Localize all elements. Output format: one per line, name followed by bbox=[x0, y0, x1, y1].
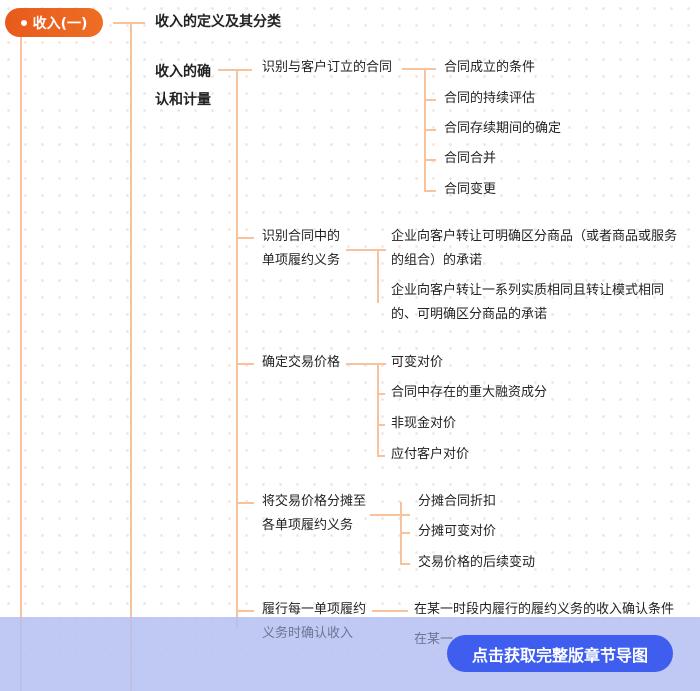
connector bbox=[236, 363, 254, 365]
node-contract[interactable]: 识别与客户订立的合同 bbox=[262, 60, 393, 75]
connector bbox=[236, 610, 254, 612]
connector bbox=[400, 532, 410, 534]
connector bbox=[424, 190, 436, 192]
node-label-line: 单项履约义务 bbox=[262, 253, 341, 268]
leaf-line: 企业向客户转让一系列实质相同且转让模式相同 bbox=[391, 283, 665, 298]
node-label-line: 识别合同中的 bbox=[262, 229, 341, 244]
connector bbox=[20, 36, 22, 691]
node-price[interactable]: 确定交易价格 bbox=[262, 355, 341, 370]
leaf-line: 的、可明确区分商品的承诺 bbox=[391, 307, 548, 322]
connector bbox=[377, 363, 379, 455]
root-label: 收入(一) bbox=[32, 15, 88, 32]
leaf-node[interactable]: 分摊可变对价 bbox=[418, 524, 497, 539]
connector bbox=[236, 237, 254, 239]
connector bbox=[236, 502, 254, 504]
leaf-line: 的组合）的承诺 bbox=[391, 253, 483, 268]
connector bbox=[236, 69, 238, 629]
node-label-line: 收入的确 bbox=[155, 64, 211, 80]
connector bbox=[400, 563, 410, 565]
leaf-node[interactable]: 合同合并 bbox=[444, 151, 497, 166]
connector bbox=[377, 424, 385, 426]
node-obligation[interactable]: 识别合同中的单项履约义务 bbox=[262, 225, 340, 273]
connector bbox=[130, 22, 132, 691]
connector bbox=[424, 99, 436, 101]
leaf-line: 企业向客户转让可明确区分商品（或者商品或服务 bbox=[391, 229, 678, 244]
get-full-map-button[interactable]: 点击获取完整版章节导图 bbox=[447, 635, 673, 672]
leaf-node[interactable]: 在某一 bbox=[414, 632, 454, 647]
leaf-node[interactable]: 合同变更 bbox=[444, 182, 497, 197]
connector bbox=[424, 129, 436, 131]
node-label-line: 义务时确认收入 bbox=[262, 626, 354, 641]
root-node[interactable]: 收入(一) bbox=[5, 8, 103, 37]
node-perform[interactable]: 履行每一单项履约 bbox=[262, 602, 367, 617]
connector bbox=[377, 249, 379, 303]
leaf-node[interactable]: 分摊合同折扣 bbox=[418, 494, 497, 509]
node-allocate[interactable]: 将交易价格分摊至各单项履约义务 bbox=[262, 490, 366, 538]
leaf-node[interactable]: 合同的持续评估 bbox=[444, 91, 536, 106]
leaf-node[interactable]: 企业向客户转让一系列实质相同且转让模式相同的、可明确区分商品的承诺 bbox=[391, 279, 664, 327]
leaf-node[interactable]: 应付客户对价 bbox=[391, 447, 470, 462]
connector bbox=[377, 455, 385, 457]
node-recognition[interactable]: 收入的确认和计量 bbox=[155, 58, 211, 114]
bullet-icon bbox=[20, 19, 27, 26]
leaf-node[interactable]: 非现金对价 bbox=[391, 416, 457, 431]
connector bbox=[372, 610, 408, 612]
node-label-line: 将交易价格分摊至 bbox=[262, 494, 367, 509]
leaf-node[interactable]: 合同成立的条件 bbox=[444, 60, 536, 75]
leaf-node[interactable]: 合同中存在的重大融资成分 bbox=[391, 385, 548, 400]
node-label-line: 各单项履约义务 bbox=[262, 518, 354, 533]
node-definition[interactable]: 收入的定义及其分类 bbox=[155, 14, 281, 30]
connector bbox=[402, 68, 436, 70]
leaf-node[interactable]: 交易价格的后续变动 bbox=[418, 555, 536, 570]
connector bbox=[218, 69, 252, 71]
connector bbox=[370, 514, 410, 516]
leaf-node[interactable]: 合同存续期间的确定 bbox=[444, 121, 562, 136]
connector bbox=[377, 393, 385, 395]
connector bbox=[346, 363, 386, 365]
leaf-node[interactable]: 企业向客户转让可明确区分商品（或者商品或服务的组合）的承诺 bbox=[391, 225, 677, 273]
leaf-node[interactable]: 可变对价 bbox=[391, 355, 444, 370]
leaf-node[interactable]: 在某一时段内履行的履约义务的收入确认条件 bbox=[414, 602, 675, 617]
connector bbox=[424, 159, 436, 161]
connector bbox=[113, 22, 145, 24]
connector bbox=[346, 249, 386, 251]
node-label-line: 认和计量 bbox=[155, 92, 211, 108]
